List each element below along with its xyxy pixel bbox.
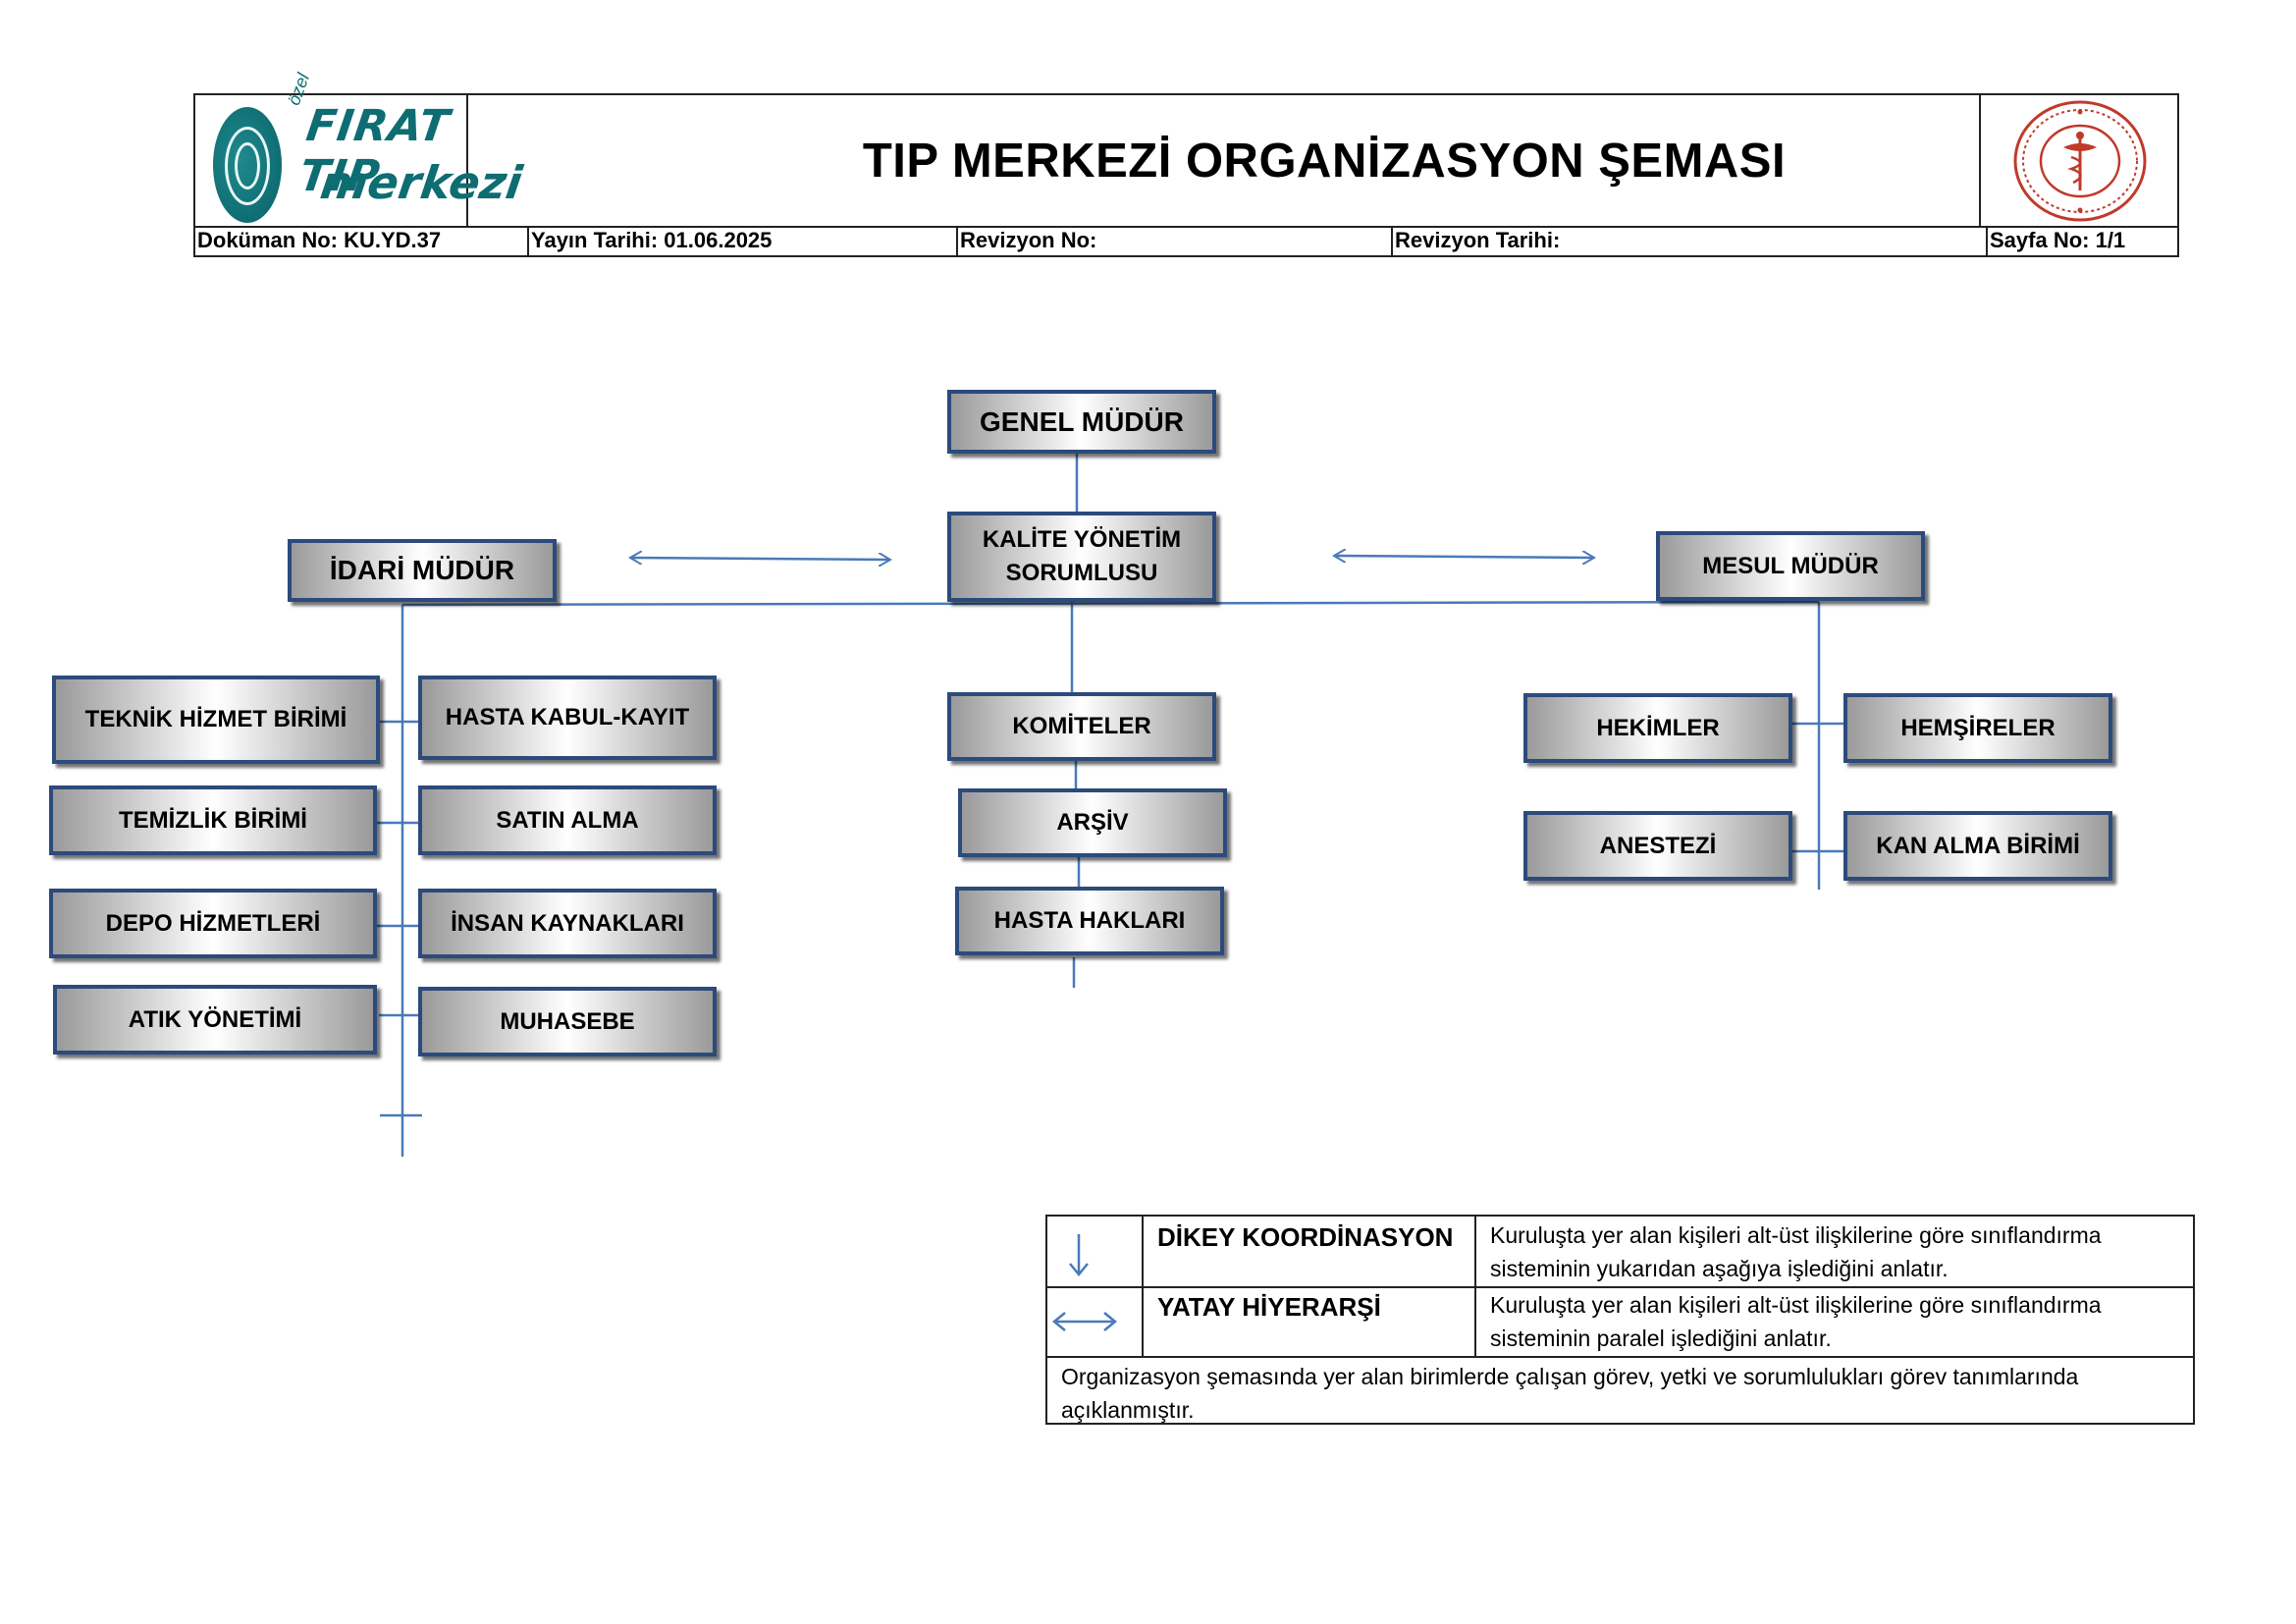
page-title: TIP MERKEZİ ORGANİZASYON ŞEMASI xyxy=(862,134,1787,188)
box-hekimler: HEKİMLER xyxy=(1523,693,1792,763)
box-muhasebe: MUHASEBE xyxy=(418,987,717,1056)
revision-date: Revizyon Tarihi: xyxy=(1391,226,1986,255)
box-kalite-yonetim: KALİTE YÖNETİM SORUMLUSU xyxy=(947,512,1216,602)
double-arrow-right xyxy=(1334,556,1594,558)
box-mesul-mudur: MESUL MÜDÜR xyxy=(1656,531,1925,601)
legend-vertical-title: DİKEY KOORDİNASYON xyxy=(1144,1217,1476,1286)
box-hemsireler: HEMŞİRELER xyxy=(1843,693,2112,763)
health-ministry-seal-icon xyxy=(2013,100,2147,222)
box-kan-alma: KAN ALMA BİRİMİ xyxy=(1843,811,2112,881)
box-hasta-kabul: HASTA KABUL-KAYIT xyxy=(418,676,717,760)
legend-row-vertical: DİKEY KOORDİNASYON Kuruluşta yer alan ki… xyxy=(1047,1217,2193,1288)
box-hasta-haklari: HASTA HAKLARI xyxy=(955,887,1224,955)
box-anestezi: ANESTEZİ xyxy=(1523,811,1792,881)
revision-number: Revizyon No: xyxy=(956,226,1391,255)
legend-note: Organizasyon şemasında yer alan birimler… xyxy=(1061,1364,2079,1423)
header-top-row: özel FIRAT TIP MERKEZİ TIP MERKEZİ ORGAN… xyxy=(195,71,2177,228)
legend-horizontal-title: YATAY HİYERARŞİ xyxy=(1144,1286,1476,1356)
box-komiteler: KOMİTELER xyxy=(947,692,1216,761)
legend-row-note: Organizasyon şemasında yer alan birimler… xyxy=(1047,1356,2193,1425)
fingerprint-logo-icon xyxy=(213,107,282,223)
box-atik-yonetimi: ATIK YÖNETİMİ xyxy=(53,985,377,1055)
legend-horizontal-desc: Kuruluşta yer alan kişileri alt-üst iliş… xyxy=(1490,1292,2102,1351)
box-satin-alma: SATIN ALMA xyxy=(418,785,717,855)
legend-icon-cell xyxy=(1047,1217,1144,1286)
clinic-logo: özel FIRAT TIP MERKEZİ xyxy=(195,71,525,226)
double-arrow-icon xyxy=(1052,1312,1117,1331)
kalite-line2: SORUMLUSU xyxy=(1005,560,1158,586)
box-teknik-hizmet: TEKNİK HİZMET BİRİMİ xyxy=(52,676,380,764)
box-insan-kaynaklari: İNSAN KAYNAKLARI xyxy=(418,889,717,958)
document-number: Doküman No: KU.YD.37 xyxy=(197,228,442,252)
ministry-seal xyxy=(1979,95,2177,226)
down-arrow-icon xyxy=(1069,1234,1089,1276)
legend-vertical-desc: Kuruluşta yer alan kişileri alt-üst iliş… xyxy=(1490,1222,2102,1281)
double-arrow-left xyxy=(630,558,890,560)
connector-main-bus xyxy=(401,600,1820,607)
box-idari-mudur: İDARİ MÜDÜR xyxy=(288,539,557,602)
box-arsiv: ARŞİV xyxy=(958,788,1227,857)
legend-table: DİKEY KOORDİNASYON Kuruluşta yer alan ki… xyxy=(1045,1215,2195,1425)
legend-icon-cell xyxy=(1047,1286,1144,1356)
header-meta-row: Doküman No: KU.YD.37 Yayın Tarihi: 01.06… xyxy=(195,226,2177,255)
document-header: özel FIRAT TIP MERKEZİ TIP MERKEZİ ORGAN… xyxy=(193,71,2179,257)
box-temizlik: TEMİZLİK BİRİMİ xyxy=(49,785,377,855)
publish-date: Yayın Tarihi: 01.06.2025 xyxy=(527,226,956,255)
box-genel-mudur: GENEL MÜDÜR xyxy=(947,390,1216,454)
kalite-line1: KALİTE YÖNETİM xyxy=(982,526,1182,554)
box-depo-hizmetleri: DEPO HİZMETLERİ xyxy=(49,889,377,958)
legend-row-horizontal: YATAY HİYERARŞİ Kuruluşta yer alan kişil… xyxy=(1047,1286,2193,1358)
page-number: Sayfa No: 1/1 xyxy=(1986,226,2177,255)
